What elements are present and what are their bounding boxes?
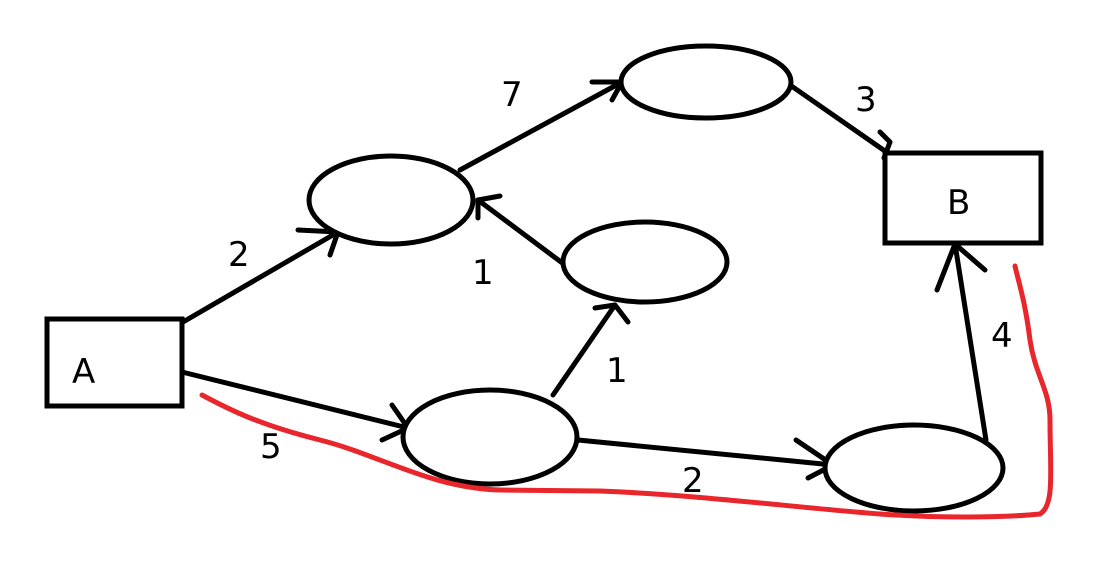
highlighted-path <box>199 263 1054 520</box>
edge-bottom-middle-bottom-right <box>575 437 836 481</box>
weight-label: 3 <box>855 80 877 120</box>
weight-label: 2 <box>228 235 250 275</box>
node-b: B <box>882 150 1044 246</box>
node-upper-left <box>306 153 476 247</box>
weight-label: 2 <box>682 461 704 501</box>
weight-label: 1 <box>472 253 494 293</box>
edge-bottom-middle-middle-right <box>550 302 631 398</box>
node-bottom-right <box>822 422 1006 514</box>
node-top <box>618 43 794 121</box>
node-bottom-middle <box>400 387 580 487</box>
weight-label: 1 <box>606 351 628 391</box>
edge-top-b <box>787 82 898 161</box>
edge-a-upper-left <box>180 227 341 325</box>
weight-label: 7 <box>501 75 523 115</box>
edge-middle-right-upper-left <box>475 193 568 268</box>
node-b-label: B <box>947 183 970 223</box>
node-a-label: A <box>72 352 95 392</box>
edge-a-bottom-middle <box>179 369 411 443</box>
edge-bottom-right-b <box>934 241 989 443</box>
node-a: A <box>44 316 185 409</box>
edge-upper-left-top <box>457 79 625 173</box>
weight-label: 4 <box>991 316 1013 356</box>
node-middle-right <box>560 219 730 305</box>
weight-label: 5 <box>260 427 282 467</box>
